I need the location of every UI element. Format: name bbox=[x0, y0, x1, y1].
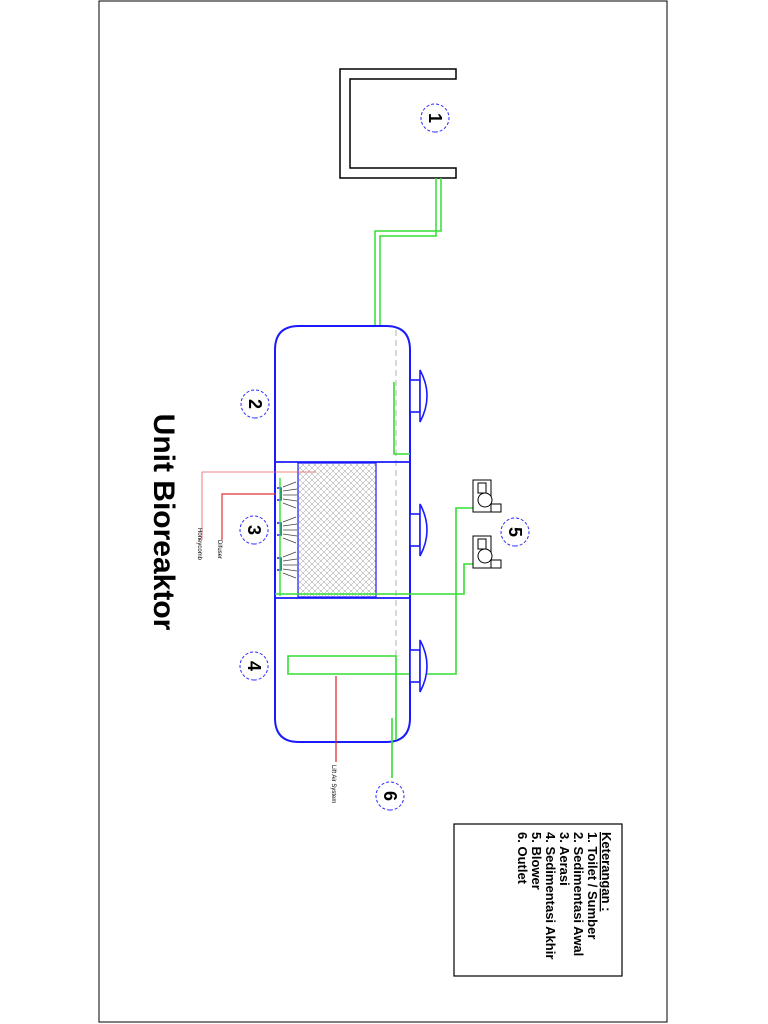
honeycomb-media bbox=[297, 462, 377, 598]
marker-2: 2 bbox=[240, 389, 270, 419]
diffuser-air-line bbox=[221, 493, 276, 540]
diffuser bbox=[277, 516, 298, 544]
legend-item: 1. Toilet / Sumber bbox=[585, 832, 600, 939]
marker-1: 1 bbox=[420, 103, 450, 133]
marker-1-number: 1 bbox=[425, 113, 445, 123]
marker-6-number: 6 bbox=[380, 791, 400, 801]
legend-item: 5. Blower bbox=[529, 832, 544, 890]
legend: Keterangan : 1. Toilet / Sumber 2. Sedim… bbox=[515, 832, 614, 959]
marker-3: 3 bbox=[239, 515, 269, 545]
diagram-title: Unit Bioreaktor bbox=[147, 414, 180, 631]
legend-item: 3. Aerasi bbox=[557, 832, 572, 886]
diffuser-label: Difuser bbox=[216, 540, 222, 559]
legend-heading: Keterangan : bbox=[599, 832, 614, 911]
manhole-3 bbox=[409, 639, 428, 693]
toilet-source bbox=[339, 68, 457, 179]
marker-4: 4 bbox=[239, 651, 269, 681]
manhole-1 bbox=[409, 369, 428, 423]
air-lift-label: Lift Air System bbox=[330, 765, 336, 803]
legend-item: 2. Sedimentasi Awal bbox=[571, 832, 586, 956]
marker-4-number: 4 bbox=[244, 661, 264, 671]
marker-3-number: 3 bbox=[244, 525, 264, 535]
marker-5: 5 bbox=[500, 517, 530, 547]
legend-item: 6. Outlet bbox=[515, 832, 530, 885]
diffuser bbox=[277, 551, 298, 579]
marker-2-number: 2 bbox=[245, 399, 265, 409]
blower-unit bbox=[472, 535, 502, 569]
marker-6: 6 bbox=[375, 781, 405, 811]
manhole-2 bbox=[409, 503, 428, 557]
inlet-pipe bbox=[374, 178, 442, 326]
transfer-pipe-2 bbox=[393, 382, 410, 455]
marker-5-number: 5 bbox=[505, 527, 525, 537]
diffuser bbox=[277, 481, 298, 509]
legend-box bbox=[453, 823, 623, 977]
honeycomb-pointer bbox=[201, 471, 316, 540]
blower-unit bbox=[472, 479, 502, 513]
honeycomb-label: Honeycomb bbox=[196, 528, 202, 561]
legend-item: 4. Sedimentasi Akhir bbox=[543, 832, 558, 959]
blower-air-lines bbox=[275, 507, 480, 740]
page-frame bbox=[98, 0, 668, 1023]
diffusers bbox=[277, 481, 298, 579]
